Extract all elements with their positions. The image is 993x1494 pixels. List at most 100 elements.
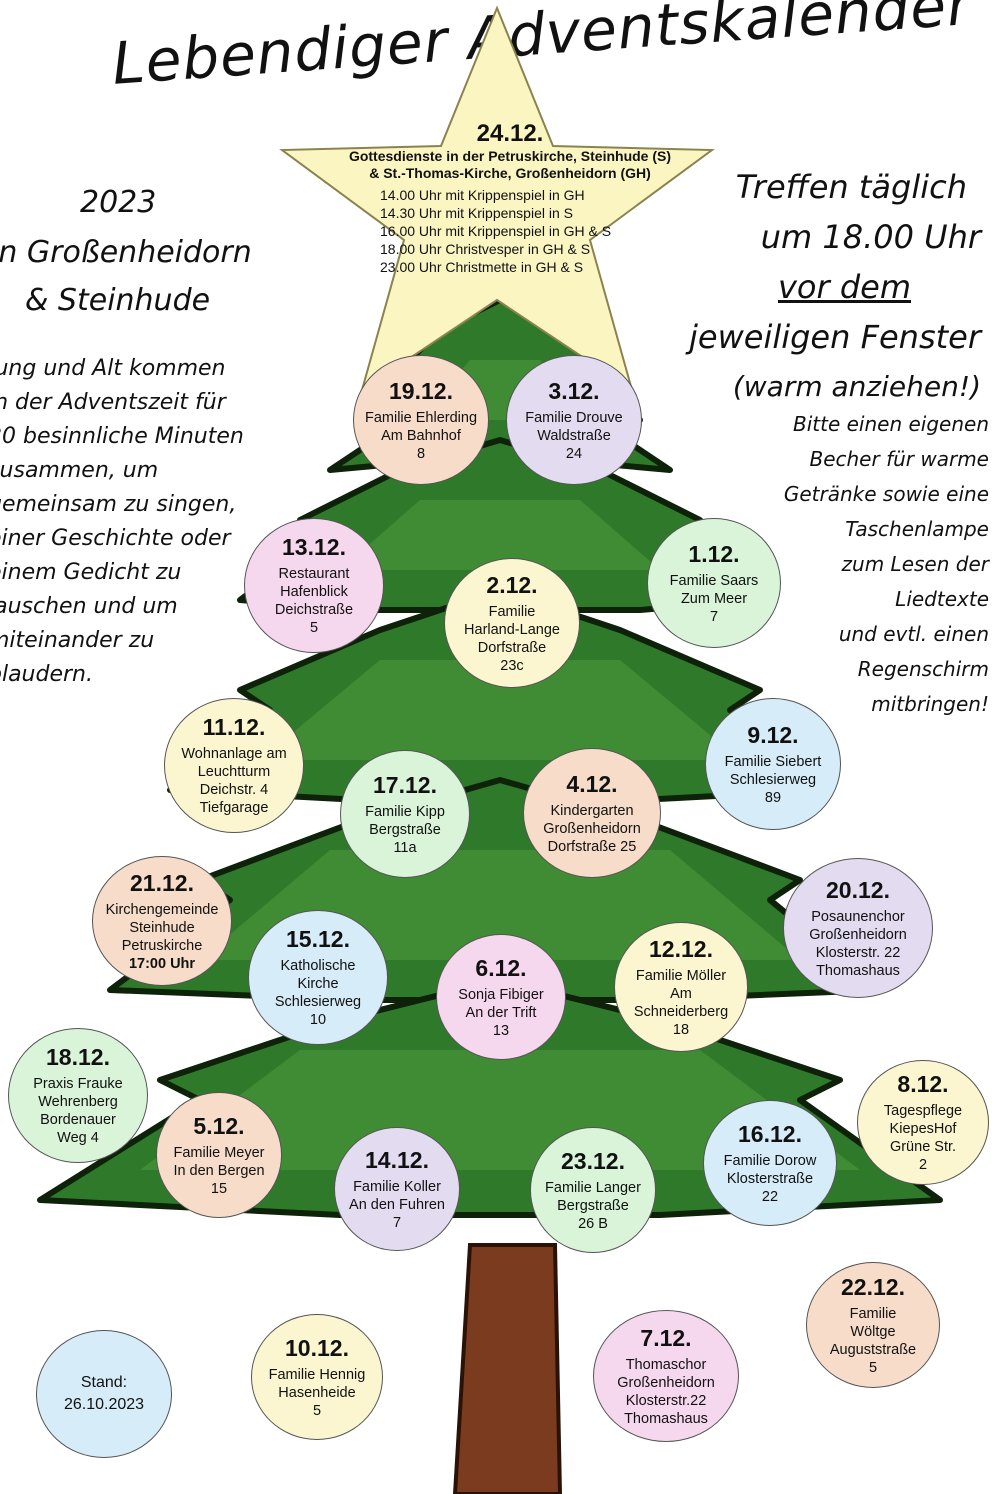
- door-line: 5: [309, 620, 319, 636]
- stand-date: 26.10.2023: [63, 1396, 145, 1413]
- door-1: 1.12. Familie Saars Zum Meer 7: [647, 518, 781, 648]
- door-date: 16.12.: [738, 1120, 802, 1147]
- door-19: 19.12. Familie Ehlerding Am Bahnhof 8: [353, 355, 489, 485]
- door-line: Familie Möller: [635, 967, 727, 984]
- text-line: Liedtexte: [895, 587, 989, 611]
- door-date: 13.12.: [282, 534, 346, 560]
- stand-date-badge: Stand: 26.10.2023: [36, 1330, 172, 1458]
- door-line: Weg 4: [57, 1130, 99, 1146]
- door-16: 16.12. Familie Dorow Klosterstraße 22: [703, 1100, 837, 1226]
- text-line: vor dem: [777, 268, 911, 306]
- door-line: Kindergarten: [550, 802, 634, 819]
- invitation-text: Jung und Alt kommen in der Adventszeit f…: [0, 352, 244, 692]
- door-line: 24: [565, 445, 583, 462]
- door-line: Familie: [488, 603, 536, 620]
- text-line: jeweiligen Fenster: [689, 318, 981, 356]
- door-date: 7.12.: [640, 1324, 692, 1351]
- door-13: 13.12. Restaurant Hafenblick Deichstraße…: [244, 518, 384, 653]
- place-heading-1: in Großenheidorn: [0, 235, 252, 270]
- place-heading-2: & Steinhude: [25, 283, 211, 318]
- door-line: 13: [492, 1022, 510, 1039]
- service-line: 23.00 Uhr Christmette in GH & S: [380, 259, 584, 275]
- door-line: 10: [309, 1012, 327, 1028]
- text-line: Regenschirm: [857, 657, 989, 681]
- top-star: [279, 5, 715, 393]
- text-line: zusammen, um: [0, 458, 159, 483]
- door-line: Bordenauer: [40, 1112, 116, 1128]
- door-5: 5.12. Familie Meyer In den Bergen 15: [156, 1092, 282, 1218]
- door-date: 23.12.: [561, 1147, 625, 1174]
- door-line: 23c: [500, 657, 524, 674]
- tree-trunk: [452, 1243, 563, 1494]
- door-line: Leuchtturm: [197, 764, 271, 780]
- text-line: einer Geschichte oder: [0, 526, 231, 551]
- door-date: 22.12.: [841, 1273, 905, 1300]
- door-line: 8: [416, 445, 426, 462]
- door-line: Zum Meer: [680, 590, 748, 607]
- door-line: Familie Langer: [545, 1179, 641, 1196]
- door-date: 19.12.: [389, 377, 453, 404]
- door-line: Dorfstraße: [477, 639, 547, 656]
- service-line: 18.00 Uhr Christvesper in GH & S: [380, 241, 591, 257]
- door-line: Familie Hennig: [268, 1366, 366, 1383]
- door-17: 17.12. Familie Kipp Bergstraße 11a: [340, 750, 470, 878]
- door-line: An den Fuhren: [349, 1196, 445, 1213]
- door-line: Restaurant: [278, 566, 350, 582]
- door-line: Großenheidorn: [543, 820, 641, 837]
- door-12: 12.12. Familie Möller Am Schneiderberg 1…: [614, 922, 748, 1052]
- door-line: Steinhude: [129, 919, 195, 936]
- door-line: Waldstraße: [537, 427, 611, 444]
- text-line: in der Adventszeit für: [0, 390, 226, 415]
- door-line: 7: [392, 1214, 402, 1231]
- door-line: Harland-Lange: [464, 621, 560, 638]
- door-line: 5: [868, 1359, 878, 1376]
- text-line: Bitte einen eigenen: [792, 412, 989, 436]
- door-line: Familie Koller: [353, 1178, 441, 1195]
- text-line: mitbringen!: [871, 692, 989, 716]
- door-22: 22.12. Familie Wöltge Auguststraße 5: [806, 1262, 940, 1388]
- door-line: An der Trift: [465, 1004, 537, 1021]
- door-23: 23.12. Familie Langer Bergstraße 26 B: [530, 1127, 656, 1253]
- door-line: Klosterstraße: [726, 1170, 814, 1187]
- door-date: 8.12.: [897, 1071, 949, 1097]
- meeting-info: Treffen täglich um 18.00 Uhr vor dem jew…: [689, 162, 981, 412]
- text-line: lauschen und um: [0, 594, 178, 619]
- text-line: Treffen täglich: [735, 168, 967, 206]
- bring-along-text: Bitte einen eigenen Becher für warme Get…: [784, 407, 989, 722]
- text-line: plaudern.: [0, 662, 93, 687]
- door-line: Kirchengemeinde: [105, 901, 219, 918]
- door-4: 4.12. Kindergarten Großenheidorn Dorfstr…: [523, 748, 661, 878]
- door-2: 2.12. Familie Harland-Lange Dorfstraße 2…: [444, 558, 580, 688]
- door-line: Deichstr. 4: [199, 782, 269, 798]
- door-20: 20.12. Posaunenchor Großenheidorn Kloste…: [783, 858, 933, 998]
- star-heading-1: Gottesdienste in der Petruskirche, Stein…: [348, 148, 672, 164]
- door-9: 9.12. Familie Siebert Schlesierweg 89: [705, 698, 841, 830]
- door-line: Tagespflege: [883, 1103, 963, 1119]
- door-line: Familie Meyer: [173, 1144, 265, 1161]
- door-line: Großenheidorn: [617, 1374, 715, 1391]
- door-date: 21.12.: [130, 869, 194, 896]
- door-line: Posaunenchor: [811, 908, 905, 925]
- door-line: Thomaschor: [625, 1356, 707, 1373]
- text-line: und evtl. einen: [838, 622, 989, 646]
- text-line: zum Lesen der: [841, 552, 989, 576]
- door-line: Familie Ehlerding: [364, 409, 478, 426]
- door-7: 7.12. Thomaschor Großenheidorn Klosterst…: [593, 1310, 739, 1442]
- text-line: Getränke sowie eine: [783, 482, 989, 506]
- door-date: 17.12.: [373, 771, 437, 798]
- door-line: Klosterstr. 22: [815, 944, 901, 961]
- door-date: 5.12.: [193, 1112, 245, 1139]
- star-content: 24.12. Gottesdienste in der Petruskirche…: [300, 120, 720, 276]
- door-line: KiepesHof: [889, 1121, 957, 1137]
- star-heading-2: & St.-Thomas-Kirche, Großenheidorn (GH): [369, 165, 651, 181]
- door-line: Am: [670, 985, 692, 1002]
- door-line: Großenheidorn: [809, 926, 907, 943]
- door-line: Hafenblick: [280, 584, 348, 600]
- door-line: Thomashaus: [816, 962, 900, 979]
- door-date: 2.12.: [486, 571, 538, 598]
- door-11: 11.12. Wohnanlage am Leuchtturm Deichstr…: [164, 698, 304, 833]
- door-line: Am Bahnhof: [381, 427, 461, 444]
- door-date: 9.12.: [747, 721, 799, 748]
- text-line: um 18.00 Uhr: [760, 218, 981, 256]
- door-6: 6.12. Sonja Fibiger An der Trift 13: [436, 934, 566, 1060]
